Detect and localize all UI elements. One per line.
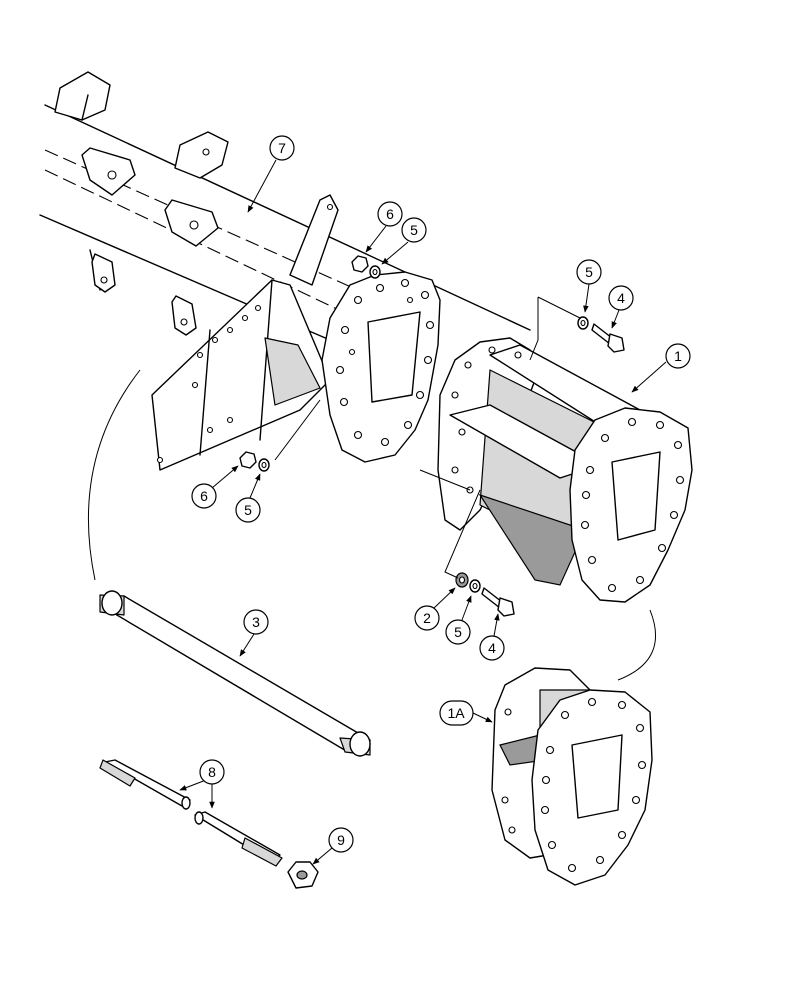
washer-mid — [258, 458, 270, 472]
nut-top — [351, 255, 369, 273]
lock-nut — [455, 572, 469, 588]
svg-text:3: 3 — [252, 614, 260, 630]
callout-5-mid: 5 — [235, 473, 261, 523]
washer-top-right — [577, 316, 589, 330]
callout-7: 7 — [247, 135, 295, 213]
callout-8: 8 — [179, 759, 225, 809]
callout-5-bottom: 5 — [445, 595, 472, 645]
callout-2: 2 — [414, 587, 456, 631]
svg-text:6: 6 — [386, 206, 394, 222]
callout-6-top: 6 — [365, 201, 403, 253]
nut-mid — [239, 451, 257, 469]
bolt-bottom — [481, 587, 515, 617]
callout-4-top: 4 — [608, 285, 634, 329]
alternate-gearbox-housing — [491, 667, 653, 886]
hex-nut — [287, 861, 319, 889]
callout-1: 1 — [631, 343, 691, 393]
mounting-clip-4 — [164, 199, 219, 247]
svg-text:1A: 1A — [447, 705, 465, 721]
svg-text:4: 4 — [488, 640, 496, 656]
callout-3: 3 — [239, 609, 269, 657]
splined-shaft — [99, 590, 371, 757]
stud-lower — [194, 811, 283, 867]
svg-text:5: 5 — [454, 624, 462, 640]
svg-text:8: 8 — [208, 764, 216, 780]
flat-flange-plate — [321, 271, 441, 463]
mounting-clip-5 — [91, 253, 116, 293]
callout-4-bottom: 4 — [479, 613, 505, 661]
mounting-clip-1 — [54, 71, 111, 121]
svg-text:5: 5 — [585, 264, 593, 280]
mounting-clip-3 — [174, 131, 229, 179]
callout-9: 9 — [312, 827, 354, 865]
mounting-clip-2 — [81, 147, 136, 196]
callout-5-top-left: 5 — [381, 217, 427, 265]
svg-text:6: 6 — [200, 488, 208, 504]
svg-text:1: 1 — [674, 348, 682, 364]
svg-text:9: 9 — [337, 832, 345, 848]
callout-1a: 1A — [439, 700, 493, 726]
gearbox-housing — [437, 337, 693, 603]
left-mount-bracket — [151, 194, 339, 471]
svg-text:7: 7 — [278, 140, 286, 156]
alignment-leaders — [274, 296, 581, 579]
bolt-top — [591, 323, 625, 353]
stud-upper — [99, 759, 191, 810]
assembly-guide-arcs — [87, 369, 657, 681]
svg-text:5: 5 — [410, 222, 418, 238]
washer-top — [369, 265, 381, 279]
callout-5-top-right: 5 — [576, 259, 602, 313]
svg-text:4: 4 — [617, 290, 625, 306]
svg-text:2: 2 — [423, 610, 431, 626]
mounting-clip-6 — [171, 295, 197, 336]
callout-6-mid: 6 — [191, 465, 239, 509]
washer-bottom — [469, 579, 481, 593]
svg-text:5: 5 — [244, 502, 252, 518]
